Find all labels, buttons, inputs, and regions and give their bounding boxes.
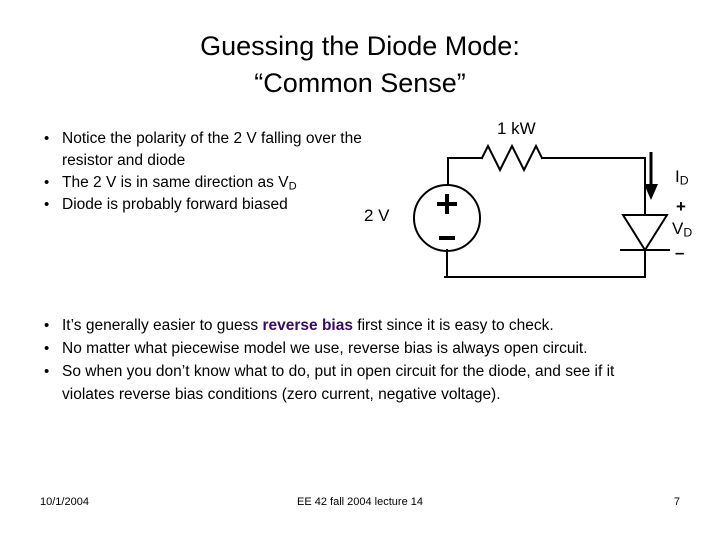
circuit-svg: [413, 143, 670, 278]
current-arrow-icon: [644, 152, 658, 200]
diode-triangle: [621, 214, 669, 252]
current-subscript: D: [679, 173, 689, 188]
diode-voltage-label: VD: [672, 219, 693, 240]
bullet-text: Notice the polarity of the 2 V falling o…: [62, 130, 362, 169]
voltage-source-circle: [413, 184, 481, 252]
source-value-label: 2 V: [364, 206, 390, 225]
footer: 10/1/2004 EE 42 fall 2004 lecture 14 7: [40, 494, 680, 510]
resistor-symbol: [480, 143, 544, 173]
list-item: No matter what piecewise model we use, r…: [40, 337, 655, 360]
circuit-diagram: 1 kW 2 V ID + VD –: [330, 110, 720, 300]
current-symbol: I: [675, 167, 680, 186]
subscript-d: D: [288, 180, 297, 193]
bullet-text: No matter what piecewise model we use, r…: [62, 340, 588, 357]
bullet-list-top: Notice the polarity of the 2 V falling o…: [40, 128, 380, 216]
bullet-text: The 2 V is in same direction as V: [62, 174, 289, 191]
list-item: It’s generally easier to guess reverse b…: [40, 314, 655, 337]
list-item: The 2 V is in same direction as VD: [40, 172, 380, 194]
bullet-text: So when you don’t know what to do, put i…: [62, 363, 615, 403]
voltage-subscript: D: [683, 225, 693, 240]
diode-minus-label: –: [675, 243, 685, 262]
page-title-line-1: Guessing the Diode Mode:: [200, 31, 520, 61]
footer-date: 10/1/2004: [40, 496, 89, 508]
source-polarity-marks: [437, 194, 457, 240]
bullet-text: Diode is probably forward biased: [62, 196, 288, 213]
voltage-symbol: V: [672, 219, 684, 238]
bullet-list-bottom: It’s generally easier to guess reverse b…: [40, 314, 655, 406]
highlighted-term: reverse bias: [262, 317, 353, 334]
list-item: Notice the polarity of the 2 V falling o…: [40, 128, 380, 172]
bullet-text-pre: It’s generally easier to guess: [62, 317, 263, 334]
footer-page-number: 7: [673, 496, 680, 508]
page-title: Guessing the Diode Mode: “Common Sense”: [0, 28, 720, 102]
resistor-value-label: 1 kW: [497, 119, 536, 138]
footer-center-text: EE 42 fall 2004 lecture 14: [297, 496, 423, 508]
diode-plus-label: +: [676, 197, 686, 216]
bullet-text-post: first since it is easy to check.: [352, 317, 554, 334]
current-label: ID: [675, 167, 689, 188]
page-title-line-2: “Common Sense”: [254, 68, 466, 98]
list-item: So when you don’t know what to do, put i…: [40, 360, 655, 406]
list-item: Diode is probably forward biased: [40, 194, 380, 216]
